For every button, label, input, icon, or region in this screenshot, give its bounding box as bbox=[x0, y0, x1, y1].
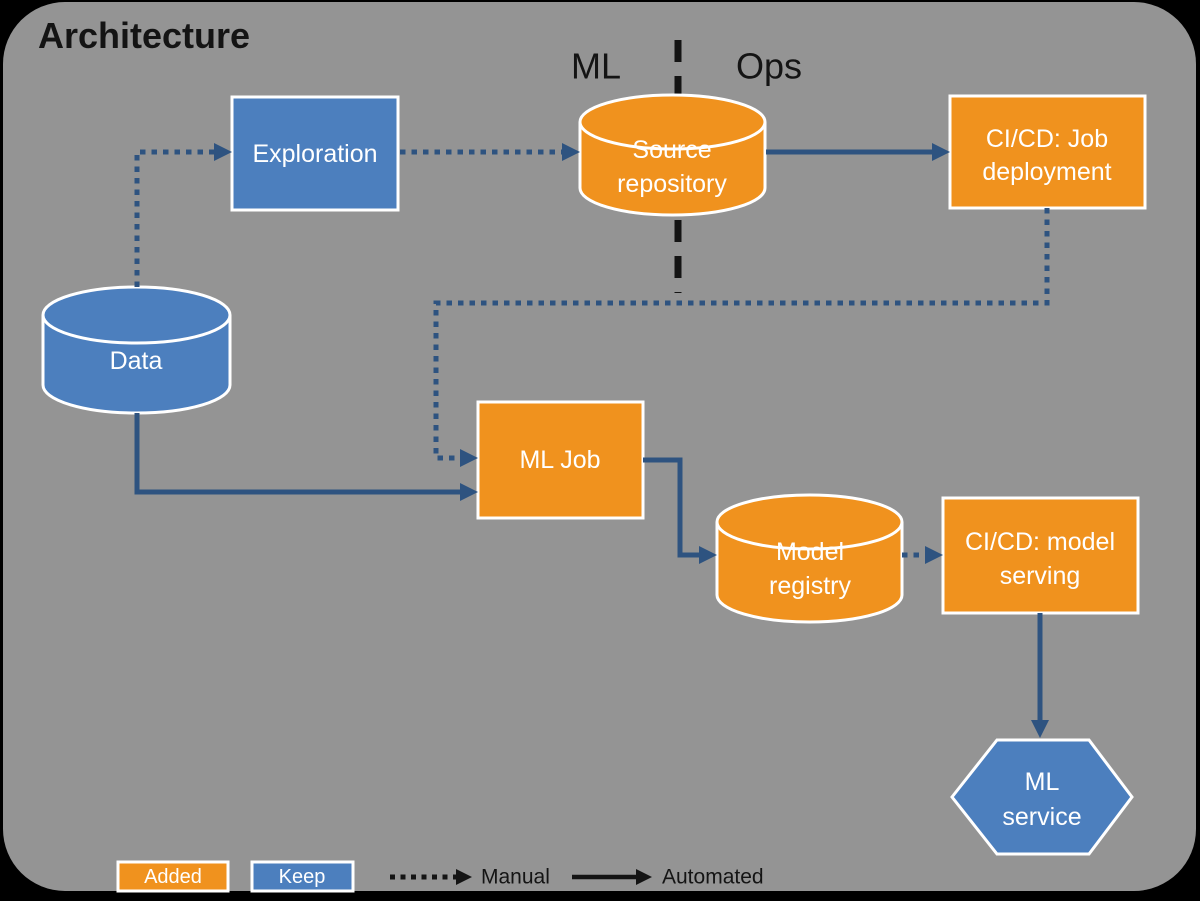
legend-manual-label: Manual bbox=[481, 866, 550, 889]
node-exploration: Exploration bbox=[230, 95, 400, 212]
node-source-repository: Source repository bbox=[578, 93, 767, 217]
model-registry-label-line2: registry bbox=[769, 572, 851, 600]
source-repository-label-line2: repository bbox=[617, 170, 727, 198]
node-cicd-model-serving: CI/CD: model serving bbox=[941, 496, 1140, 615]
edge-data-to-ml-job bbox=[134, 413, 478, 501]
node-ml-job: ML Job bbox=[476, 400, 645, 520]
page-title: Architecture bbox=[38, 15, 250, 56]
arrowhead-right-icon bbox=[460, 449, 478, 467]
arrowhead-right-icon bbox=[699, 546, 717, 564]
edge-data-to-exploration bbox=[134, 143, 232, 287]
edge-exploration-to-source-repository bbox=[400, 143, 580, 161]
edge-line bbox=[134, 413, 460, 495]
legend-added-label: Added bbox=[144, 866, 202, 888]
legend: Added Keep Manual Automated bbox=[116, 860, 764, 893]
legend-manual-arrowhead-icon bbox=[456, 869, 472, 885]
ml-service-label-line1: ML bbox=[1025, 768, 1060, 796]
exploration-box bbox=[230, 95, 400, 212]
node-model-registry: Model registry bbox=[715, 493, 904, 624]
edge-ml-job-to-model-registry bbox=[643, 457, 717, 564]
arrowhead-right-icon bbox=[925, 546, 943, 564]
source-repository-cylinder-top bbox=[578, 93, 767, 151]
arrowhead-right-icon bbox=[562, 143, 580, 161]
node-cicd-job-deployment: CI/CD: Job deployment bbox=[948, 94, 1147, 210]
cicd-model-serving-label-line2: serving bbox=[1000, 562, 1081, 590]
edge-model-registry-to-cicd-serving bbox=[902, 546, 943, 564]
edge-source-repository-to-cicd-job bbox=[766, 143, 950, 161]
arrowhead-right-icon bbox=[214, 143, 232, 161]
ml-service-hexagon bbox=[950, 738, 1134, 856]
arrowhead-right-icon bbox=[932, 143, 950, 161]
edge-cicd-serving-to-ml-service bbox=[1031, 613, 1049, 738]
legend-keep-label: Keep bbox=[279, 866, 326, 888]
legend-automated-arrowhead-icon bbox=[636, 869, 652, 885]
source-repository-label-line1: Source bbox=[632, 136, 711, 164]
arrowhead-right-icon bbox=[460, 483, 478, 501]
legend-automated-label: Automated bbox=[662, 866, 764, 889]
zone-label-ml: ML bbox=[571, 46, 621, 87]
legend-added-swatch bbox=[116, 860, 230, 893]
cicd-job-deployment-label-line2: deployment bbox=[982, 158, 1111, 186]
ml-job-label: ML Job bbox=[519, 446, 600, 474]
model-registry-cylinder-body bbox=[715, 522, 904, 624]
zone-label-ops: Ops bbox=[736, 46, 802, 87]
exploration-label: Exploration bbox=[252, 140, 377, 168]
edge-line bbox=[134, 149, 214, 287]
model-registry-cylinder-top bbox=[715, 493, 904, 551]
node-data: Data bbox=[41, 285, 232, 415]
edge-line bbox=[433, 208, 1050, 461]
node-ml-service: ML service bbox=[950, 738, 1134, 856]
data-cylinder-top bbox=[41, 285, 232, 345]
edge-line bbox=[643, 457, 699, 558]
arrowhead-down-icon bbox=[1031, 720, 1049, 738]
cicd-job-deployment-label-line1: CI/CD: Job bbox=[986, 125, 1108, 153]
legend-keep-swatch bbox=[250, 860, 355, 893]
edge-cicd-job-to-ml-job bbox=[433, 208, 1050, 467]
model-registry-label-line1: Model bbox=[776, 538, 844, 566]
ml-service-label-line2: service bbox=[1002, 803, 1081, 831]
data-label: Data bbox=[110, 347, 163, 375]
cicd-model-serving-label-line1: CI/CD: model bbox=[965, 528, 1115, 556]
